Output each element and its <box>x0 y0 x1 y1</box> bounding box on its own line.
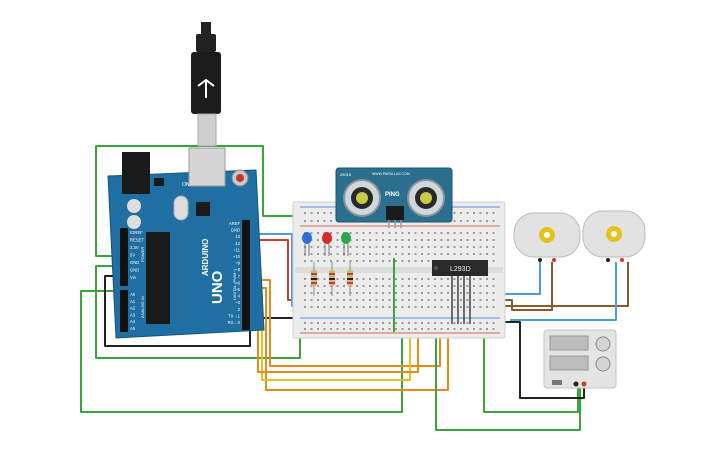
pin-label: ~9 <box>235 261 240 266</box>
pin-label: ~3 <box>235 300 240 305</box>
wire-green-left[interactable] <box>95 265 301 359</box>
pin-label: 3.3V <box>130 245 139 250</box>
digital-section-label: DIGITAL (PWM~) <box>232 268 237 300</box>
pin-label: A3 <box>130 312 136 317</box>
pin-label: A4 <box>130 319 136 324</box>
pin-label: IOREF <box>130 230 143 235</box>
resistor-3[interactable] <box>347 262 353 296</box>
arduino-uno-board[interactable]: ARDUINO UNO ON IOREF RESET 3.3V 5V GND GND Vin… <box>107 147 265 339</box>
wire-green-top[interactable] <box>95 145 300 257</box>
pin-label: 12 <box>235 241 240 246</box>
pin-label: 13 <box>235 234 240 239</box>
pin-label: A0 <box>130 292 136 297</box>
analog-section-label: ANALOG IN <box>140 296 145 318</box>
wire-green-bottom[interactable] <box>80 258 403 413</box>
led-red[interactable] <box>322 232 332 256</box>
pin-label: 8 <box>238 267 241 272</box>
pin-label: RESET <box>130 238 144 243</box>
power-jack <box>122 152 150 194</box>
digital-header[interactable] <box>242 220 250 330</box>
pin-label: 2 <box>238 307 241 312</box>
pin-label: Vin <box>130 275 137 280</box>
wire-brown-motor2[interactable] <box>488 262 629 307</box>
power-header[interactable] <box>120 228 128 286</box>
pin-label: 7 <box>238 274 241 279</box>
arduino-brand: ARDUINO <box>201 239 210 276</box>
microcontroller-chip <box>146 232 170 324</box>
pin-label: ~6 <box>235 280 240 285</box>
pin-label: ~10 <box>233 254 241 259</box>
led-blue[interactable] <box>302 232 312 256</box>
pin-label: A5 <box>130 326 136 331</box>
power-pin-labels: IOREF RESET 3.3V 5V GND GND Vin <box>130 230 144 280</box>
pin-label: GND <box>231 228 240 233</box>
pin-label: A1 <box>130 299 136 304</box>
pin-label: RX←0 <box>228 320 241 325</box>
analog-header[interactable] <box>120 290 128 332</box>
pin-label: GND <box>130 268 139 273</box>
dc-motor-icon[interactable] <box>582 210 646 262</box>
sensor-label: PING <box>385 192 400 198</box>
resistor-2[interactable] <box>329 262 335 296</box>
sensor-model-text: 28015 <box>340 172 352 177</box>
pin-label: GND <box>130 260 139 265</box>
power-supply-icon[interactable] <box>543 329 617 389</box>
pin-label: ~11 <box>233 247 240 252</box>
wire-green-down[interactable] <box>435 332 581 431</box>
driver-ic-label: L293D <box>450 266 471 273</box>
pin-label: A2 <box>130 306 136 311</box>
led-green[interactable] <box>341 232 351 256</box>
ultrasonic-sensor[interactable]: PING 28015 WWW.PARALLAX.COM <box>335 167 453 228</box>
resistor-1[interactable] <box>311 262 317 296</box>
wire-blue-motor2[interactable] <box>510 262 617 321</box>
motor-driver-ic[interactable]: L293D <box>432 260 488 324</box>
wire-black-ps[interactable] <box>492 321 585 399</box>
pin-label: 5V <box>130 253 135 258</box>
power-section-label: POWER <box>140 247 145 262</box>
pin-label: 4 <box>238 294 241 299</box>
arduino-model: UNO <box>209 270 226 304</box>
usb-jack <box>188 147 226 187</box>
sensor-site-text: WWW.PARALLAX.COM <box>372 172 410 176</box>
pin-label: TX→1 <box>228 313 241 318</box>
pin-label: AREF <box>229 221 241 226</box>
dc-motor-icon[interactable] <box>513 212 581 262</box>
arduino-on-label: ON <box>182 182 190 188</box>
usb-cable-icon <box>191 22 221 147</box>
pin-label: ~5 <box>235 287 240 292</box>
